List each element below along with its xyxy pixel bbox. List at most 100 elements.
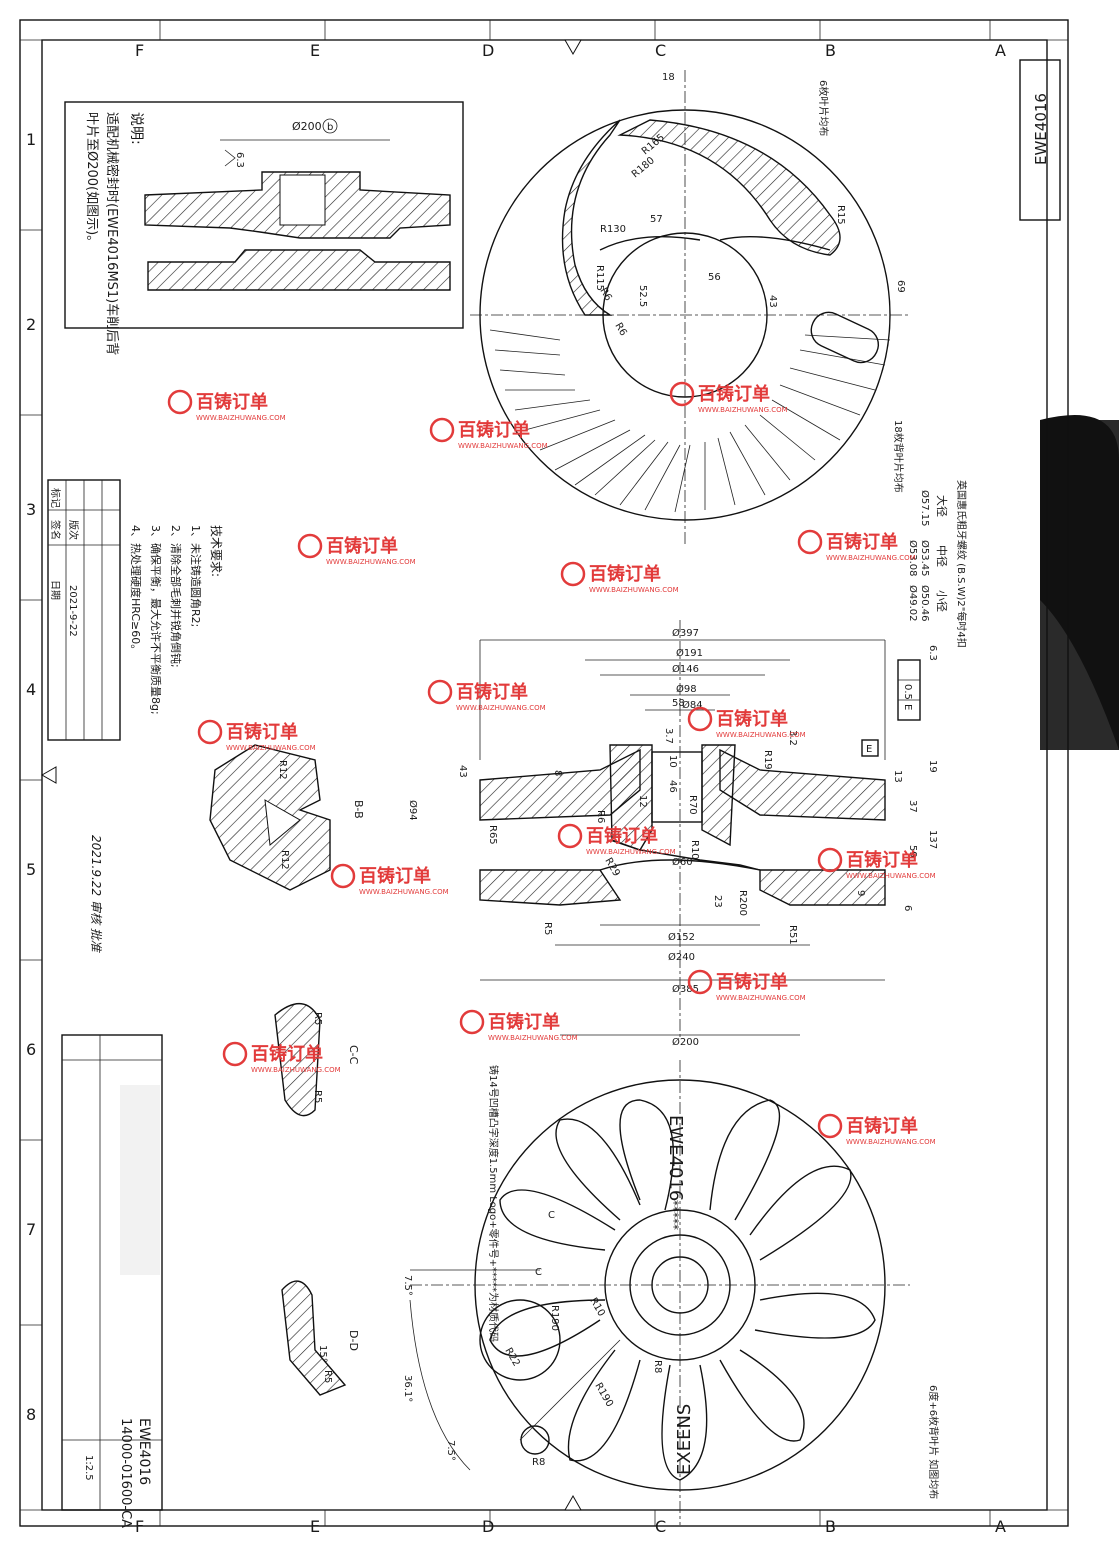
watermark-url-10: WWW.BAIZHUWANG.COM	[586, 848, 676, 856]
watermark-url-15: WWW.BAIZHUWANG.COM	[251, 1066, 341, 1074]
watermark-brand-8: 百铸订单	[226, 721, 298, 743]
drawing-number-top: EWE4016	[1032, 93, 1050, 165]
bot-dim-cb: C	[535, 1267, 542, 1278]
bot-dim-ca: C	[548, 1210, 555, 1221]
sec-d152: Ø152	[668, 931, 695, 943]
sec-d94: Ø94	[407, 800, 419, 821]
thread-r2c3: Ø49.02	[907, 585, 919, 622]
top-note-back-vanes: 18枚背叶片均布	[892, 420, 905, 493]
impeller-top-view: 18 R165 R180 R130 57 R115 52.5 56 43 R15…	[470, 70, 910, 545]
bottom-note-logo: 铸14号凹槽凸字深度1.5mm Logo+零件号+*****为材质代码	[487, 1065, 500, 1342]
bot-dim-7-5b: 7.5°	[445, 1440, 456, 1461]
watermark-url-1: WWW.BAIZHUWANG.COM	[196, 414, 286, 422]
watermark-brand-9: 百铸订单	[716, 708, 788, 730]
zone-A-top: A	[995, 41, 1006, 60]
zone-numbers-left: 1 2 3 4 5 6 7 8	[26, 130, 36, 1424]
cc-r2: R5	[312, 1090, 323, 1103]
watermark-url-5: WWW.BAIZHUWANG.COM	[826, 554, 916, 562]
thread-h2: 中径	[935, 545, 948, 567]
dd-r1: R5	[322, 1370, 333, 1383]
sec-46: 46	[667, 780, 678, 793]
sec-r29: R29	[602, 856, 621, 879]
watermark-brand-15: 百铸订单	[251, 1043, 323, 1065]
watermark-brand-7: 百铸订单	[456, 681, 528, 703]
sec-d60: Ø60	[672, 856, 693, 868]
thread-title: 英国惠氏粗牙螺纹 (B.S.W)2"每吋4扣	[955, 480, 968, 648]
zone-B-top: B	[825, 41, 836, 60]
section-bb: B-B R12 R12	[209, 744, 365, 891]
top-dim-52-5: 52.5	[637, 285, 648, 307]
rev-date-label: 日期	[49, 580, 61, 600]
watermark-brand-3: 百铸订单	[458, 419, 530, 441]
zone-A-bottom: A	[995, 1517, 1006, 1536]
top-dim-43: 43	[767, 295, 778, 308]
watermark-brand-11: 百铸订单	[846, 849, 918, 871]
zone-letters-bottom: A B C D E F	[135, 1517, 1006, 1536]
section-cc: C-C R5 R5	[274, 1003, 360, 1117]
zone-7: 7	[26, 1220, 36, 1239]
bb-r2: R12	[279, 850, 290, 870]
bot-dim-r8b: R8	[652, 1360, 663, 1373]
watermark-brand-2: 百铸订单	[698, 383, 770, 405]
bot-dim-7-5a: 7.5°	[402, 1275, 413, 1296]
bot-dim-r190a: R190	[549, 1305, 560, 1331]
sec-19: 19	[927, 760, 938, 773]
sec-13: 13	[892, 770, 903, 783]
sec-r6: R6	[595, 810, 606, 823]
sec-d200: Ø200	[672, 1036, 699, 1048]
tech-item-2: 2、清除全部毛刺并锐角倒钝;	[169, 525, 183, 668]
title-strip-top: EWE4016	[1019, 59, 1061, 221]
watermark-url-12: WWW.BAIZHUWANG.COM	[359, 888, 449, 896]
sec-d240: Ø240	[668, 951, 695, 963]
zone-4: 4	[26, 680, 36, 699]
tech-item-3: 3、确保平衡，最大允许不平衡质量8g;	[149, 525, 163, 715]
zone-E-bottom: E	[310, 1517, 320, 1536]
sec-58: 58	[672, 698, 685, 709]
sec-d191: Ø191	[676, 647, 703, 659]
sec-r19: R19	[762, 750, 773, 770]
zone-5: 5	[26, 860, 36, 879]
bot-dim-r8a: R8	[532, 1457, 545, 1468]
zone-C-bottom: C	[655, 1517, 666, 1536]
zone-C-top: C	[655, 41, 666, 60]
watermark-brand-5: 百铸订单	[826, 531, 898, 553]
sec-d98: Ø98	[676, 683, 697, 695]
dd-angle: 15°	[317, 1345, 328, 1363]
sec-43: 43	[457, 765, 468, 778]
sec-r51: R51	[787, 925, 798, 945]
impeller-section: Ø397 Ø191 Ø146 Ø98 Ø84 Ø94 Ø152 Ø240 Ø38…	[407, 620, 938, 1048]
zone-8: 8	[26, 1405, 36, 1424]
sec-r200: R200	[737, 890, 748, 916]
tech-title: 技术要求:	[209, 525, 223, 577]
cc-r1: R5	[312, 1012, 323, 1025]
top-dim-18: 18	[662, 72, 675, 83]
sec-6: 6	[902, 905, 913, 911]
top-dim-57: 57	[650, 214, 663, 225]
top-dim-r130: R130	[600, 224, 626, 235]
drawing-number-bottom: EWE4016	[136, 1418, 152, 1485]
thread-r1c2: Ø53.45	[919, 540, 931, 577]
watermark-brand-14: 百铸订单	[488, 1011, 560, 1033]
impeller-bottom-view: EWE4016 ***** EXEENS 铸14号凹槽凸字深度1.5mm Log…	[402, 1060, 940, 1525]
watermark-brand-4: 百铸订单	[326, 535, 398, 557]
sec-datum-box: E	[866, 744, 872, 755]
section-dd: D-D R5 15°	[281, 1280, 360, 1396]
sec-r70: R70	[687, 795, 698, 815]
zone-D-bottom: D	[482, 1517, 494, 1536]
zone-F-top: F	[135, 41, 144, 60]
sec-59: 59	[907, 845, 918, 858]
scale-label: 1:2.5	[83, 1455, 94, 1481]
sec-roughness: 6.3	[927, 645, 938, 661]
note-box: 说明: 适配机械密封时(EWE4016MS1)车削后背 叶片至Ø200(如图示)…	[64, 101, 464, 355]
thread-h3: 小径	[935, 590, 948, 612]
thread-h1: 大径	[935, 495, 949, 517]
zone-B-bottom: B	[825, 1517, 836, 1536]
watermark-url-7: WWW.BAIZHUWANG.COM	[456, 704, 546, 712]
sec-10: 10	[667, 755, 678, 768]
sec-r5: R5	[542, 922, 553, 935]
watermark-url-13: WWW.BAIZHUWANG.COM	[716, 994, 806, 1002]
note-title: 说明:	[128, 112, 144, 145]
watermark-url-14: WWW.BAIZHUWANG.COM	[488, 1034, 578, 1042]
bot-dim-36-1: 36.1°	[402, 1375, 413, 1402]
